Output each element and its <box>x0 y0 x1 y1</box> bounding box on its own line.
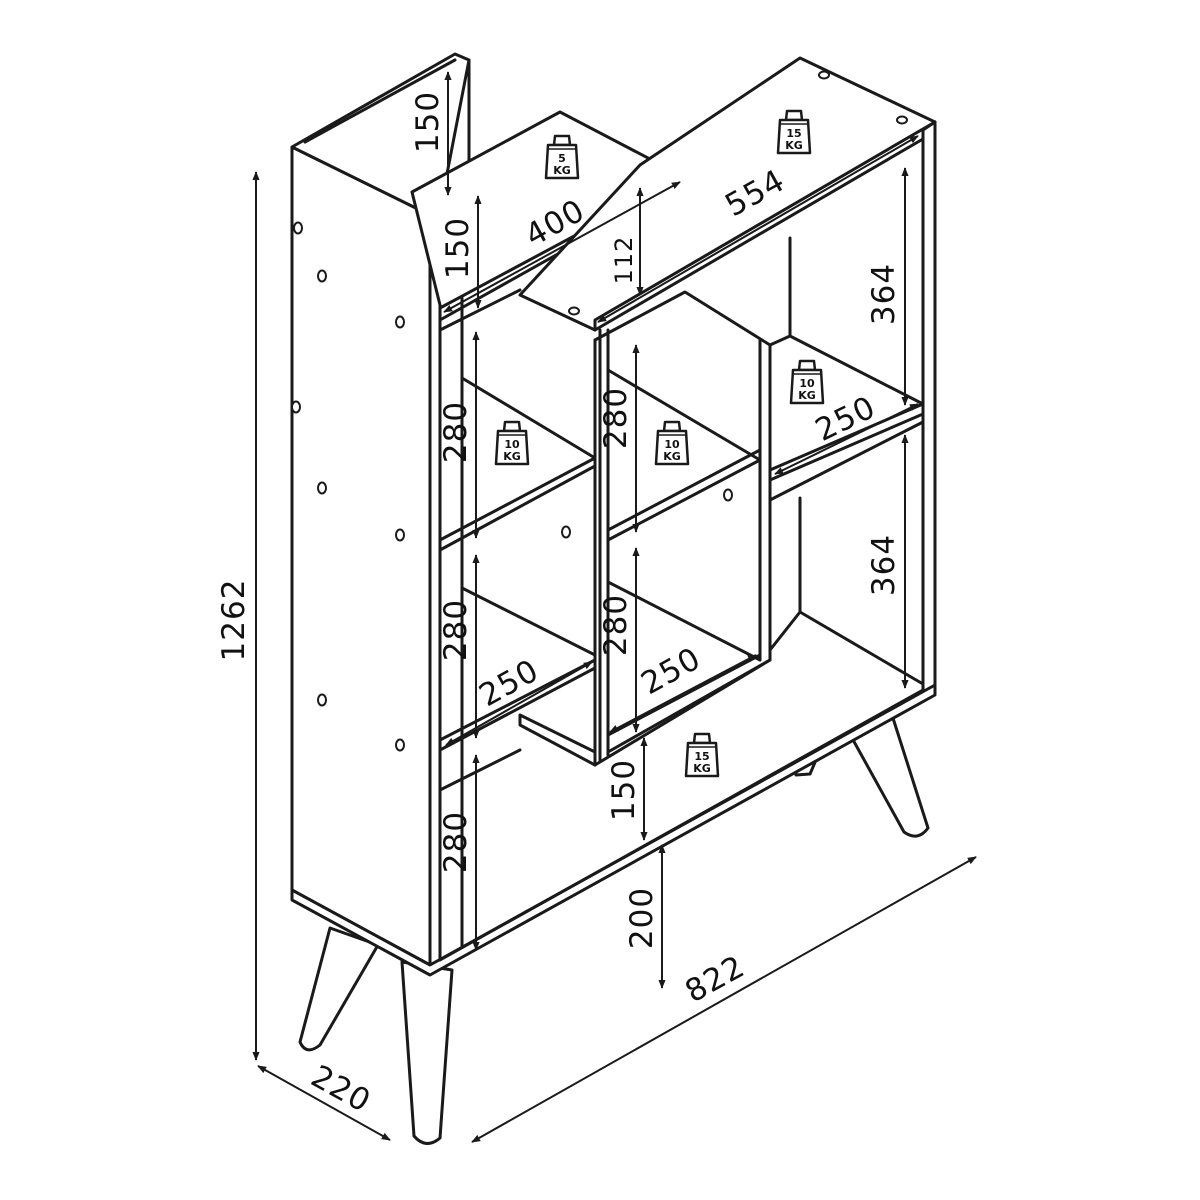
dim-overall-height: 1262 <box>216 579 252 662</box>
dim-bottom-step: 150 <box>606 759 642 821</box>
right-side-panel <box>921 120 937 700</box>
leg-front-left <box>298 926 380 1052</box>
dim-left-cube-3: 280 <box>438 811 474 873</box>
dim-mid-shelf-depth: 250 <box>635 640 707 702</box>
leg-back-right <box>850 713 930 838</box>
dim-right-lower: 364 <box>866 534 902 596</box>
weight-icon: 10 KG <box>494 420 530 466</box>
dim-mid-cube-1: 280 <box>598 387 634 449</box>
left-panel-top <box>290 52 471 217</box>
dim-top-step: 150 <box>440 217 476 279</box>
weight-icon: 15 KG <box>684 732 720 778</box>
svg-text:KG: KG <box>785 139 803 152</box>
dim-top-panel: 150 <box>410 91 446 153</box>
weight-icon: 10 KG <box>789 359 825 405</box>
svg-text:KG: KG <box>503 450 521 463</box>
dim-depth: 220 <box>305 1058 377 1120</box>
weight-icon: 10 KG <box>654 420 690 466</box>
left-side-panel <box>290 145 432 967</box>
svg-text:KG: KG <box>693 762 711 775</box>
weight-icon: 5 KG <box>544 134 580 180</box>
bottom-board <box>290 683 937 977</box>
svg-text:KG: KG <box>553 164 571 177</box>
shelf-carcass <box>290 52 937 977</box>
dim-leg-height: 200 <box>624 887 660 949</box>
svg-text:15: 15 <box>694 750 709 763</box>
svg-text:10: 10 <box>504 438 520 451</box>
svg-text:KG: KG <box>798 389 816 402</box>
svg-text:10: 10 <box>799 377 815 390</box>
dim-left-cube-1: 280 <box>438 401 474 463</box>
dim-mid-cube-2: 280 <box>598 594 634 656</box>
dim-top-mid-gap: 112 <box>610 236 638 285</box>
dimension-lines <box>252 71 977 1143</box>
dim-left-cube-2: 280 <box>438 599 474 661</box>
legs <box>298 713 930 1145</box>
leg-front-middle <box>400 960 454 1145</box>
cam-holes <box>291 70 908 752</box>
svg-text:10: 10 <box>664 438 680 451</box>
dim-width: 822 <box>679 948 751 1010</box>
svg-text:KG: KG <box>663 450 681 463</box>
dim-right-upper: 364 <box>866 263 902 325</box>
svg-text:5: 5 <box>558 152 566 165</box>
